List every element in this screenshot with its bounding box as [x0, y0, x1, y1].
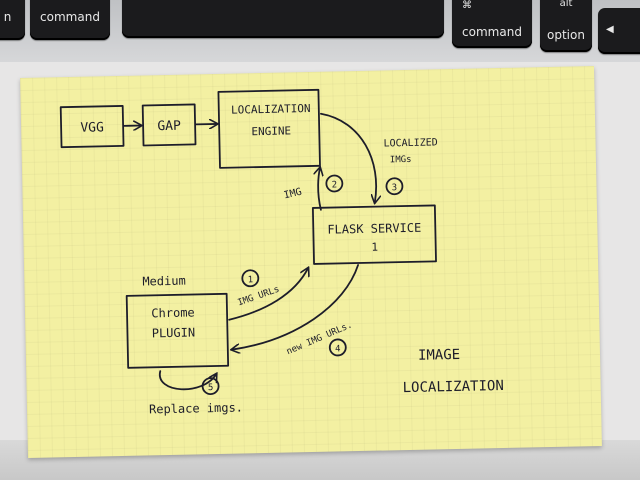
step3-circle — [385, 177, 404, 196]
medium-label: Medium — [142, 274, 186, 289]
plugin-label-line2: PLUGIN — [152, 325, 196, 340]
key-command-right: ⌘ command — [452, 0, 532, 48]
arrow-plugin-to-flask — [228, 268, 309, 321]
arrow-left-icon: ◀ — [606, 24, 614, 35]
step2-number: 2 — [332, 180, 338, 190]
key-command-left: command — [30, 0, 110, 40]
key-option: alt option — [540, 0, 592, 52]
flask-label-line1: FLASK SERVICE — [327, 221, 421, 237]
arrow-engine-to-flask — [319, 112, 377, 204]
vgg-box — [59, 105, 125, 149]
key-n-label: n — [3, 10, 12, 24]
plugin-box — [125, 292, 230, 369]
img-urls-label: IMG URLs — [237, 285, 281, 309]
gap-label: GAP — [157, 119, 181, 134]
vgg-label: VGG — [80, 120, 104, 135]
arrow-flask-to-engine — [318, 168, 321, 211]
step5-number: 5 — [208, 383, 214, 393]
img-label: IMG — [283, 187, 303, 202]
diagram-canvas: VGG GAP LOCALIZATION ENGINE FLASK SERVIC… — [59, 88, 504, 416]
sticky-note: VGG GAP LOCALIZATION ENGINE FLASK SERVIC… — [20, 66, 602, 458]
key-n: n — [0, 0, 25, 40]
engine-box — [217, 88, 321, 169]
step4-circle — [328, 338, 347, 357]
step4-number: 4 — [335, 344, 341, 354]
step1-circle — [241, 269, 260, 288]
engine-label-line1: LOCALIZATION — [231, 102, 311, 117]
step3-number: 3 — [392, 183, 398, 193]
flask-box — [311, 204, 437, 265]
keyboard: n command ⌘ command alt option ◀ — [0, 0, 640, 62]
engine-label-line2: ENGINE — [251, 124, 291, 138]
key-option-label: option — [547, 28, 585, 42]
replace-imgs-label: Replace imgs. — [149, 400, 243, 416]
command-symbol-icon: ⌘ — [462, 0, 472, 11]
key-command-left-label: command — [40, 10, 100, 24]
localized-label-line2: IMGs — [390, 155, 412, 165]
key-arrow-left: ◀ — [598, 8, 640, 54]
step1-number: 1 — [248, 275, 254, 285]
title-line2: LOCALIZATION — [402, 378, 503, 396]
title-line1: IMAGE — [418, 347, 460, 364]
key-command-right-label: command — [462, 25, 522, 39]
key-space — [122, 0, 444, 38]
flask-label-line2: 1 — [371, 241, 378, 254]
arrow-replace-loop — [159, 370, 217, 391]
arrow-flask-to-plugin — [230, 264, 359, 350]
plugin-label-line1: Chrome — [151, 305, 195, 320]
step2-circle — [325, 174, 344, 193]
key-alt-label: alt — [559, 0, 573, 9]
localized-label-line1: LOCALIZED — [383, 137, 437, 149]
step5-circle — [201, 377, 220, 396]
